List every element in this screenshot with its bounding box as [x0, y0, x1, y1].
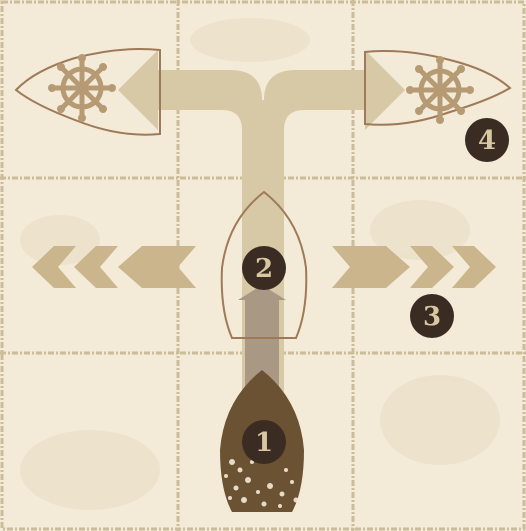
step-marker-2: 2: [242, 246, 286, 290]
svg-text:4: 4: [478, 126, 496, 156]
step-marker-4: 4: [465, 118, 509, 162]
ship-wheel-icon: [48, 54, 116, 122]
svg-text:1: 1: [255, 428, 273, 458]
step-marker-3: 3: [410, 294, 454, 338]
svg-text:3: 3: [423, 302, 441, 332]
svg-text:2: 2: [255, 254, 273, 284]
step-marker-1: 1: [242, 420, 286, 464]
ship-wheel-icon: [406, 56, 474, 124]
